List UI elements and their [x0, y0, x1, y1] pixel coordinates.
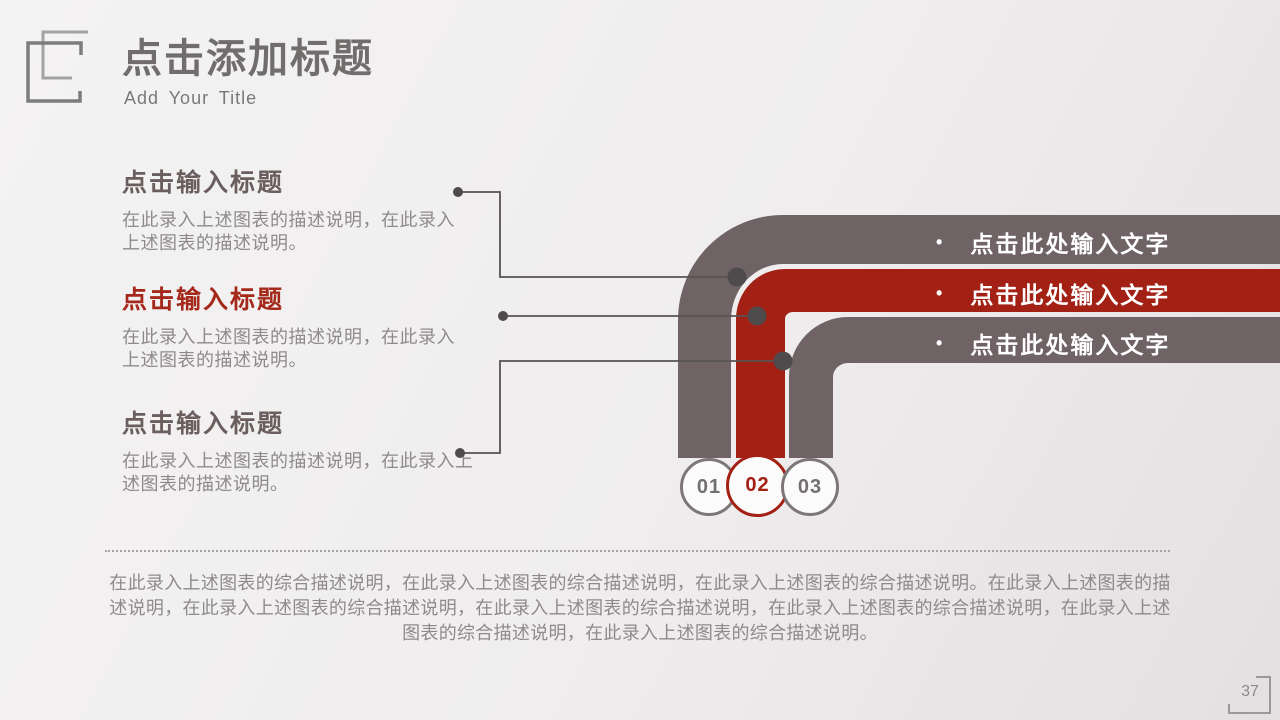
connector-endpoint-dot-1: [453, 187, 463, 197]
block-2-desc: 在此录入上述图表的描述说明，在此录入上述图表的描述说明。: [122, 327, 455, 370]
pipe-anchor-dot-2: [747, 306, 767, 326]
corner-bracket-shape: [1228, 676, 1271, 714]
dark-frame-shape: [26, 41, 83, 103]
step-circle-02-active: 02: [726, 454, 789, 517]
overlapping-frames-icon: [26, 30, 88, 103]
text-block-1: 点击输入标题 在此录入上述图表的描述说明，在此录入上述图表的描述说明。: [122, 163, 462, 255]
page-title: 点击添加标题: [122, 37, 374, 81]
bullet-icon: •: [936, 231, 945, 252]
pipe-label-row-2: • 点击此处输入文字: [936, 276, 1170, 310]
red-pipe-shape: [736, 269, 1280, 458]
footer-paragraph: 在此录入上述图表的综合描述说明，在此录入上述图表的综合描述说明，在此录入上述图表…: [109, 573, 1171, 643]
pipe-label-row-1: • 点击此处输入文字: [936, 225, 1170, 259]
text-block-2: 点击输入标题 在此录入上述图表的描述说明，在此录入上述图表的描述说明。: [122, 280, 462, 372]
connector-endpoint-dot-3: [455, 448, 465, 458]
step-number-01: 01: [696, 475, 722, 498]
inner-pipe-shape: [789, 317, 1280, 458]
connector-endpoint-dot-2: [498, 311, 508, 321]
pipe-label-row-3: • 点击此处输入文字: [936, 326, 1170, 360]
step-circle-03: 03: [781, 458, 839, 516]
connector-line-1: [458, 191, 737, 278]
outer-pipe-shape: [678, 215, 1280, 458]
dotted-divider: [105, 550, 1170, 552]
pipe-label-text-1: 点击此处输入文字: [970, 231, 1171, 257]
text-block-3: 点击输入标题 在此录入上述图表的描述说明，在此录入上述图表的描述说明。: [122, 404, 484, 496]
corner-bracket-icon: [1228, 676, 1271, 714]
block-1-title: 点击输入标题: [122, 169, 285, 197]
pipe-anchor-dot-1: [727, 267, 747, 287]
block-3-desc: 在此录入上述图表的描述说明，在此录入上述图表的描述说明。: [122, 451, 474, 494]
block-1-desc: 在此录入上述图表的描述说明，在此录入上述图表的描述说明。: [122, 210, 455, 253]
page-subtitle: Add Your Title: [124, 88, 258, 108]
block-2-title: 点击输入标题: [122, 286, 285, 314]
pipe-anchor-dot-3: [773, 351, 793, 371]
bullet-icon: •: [936, 332, 945, 353]
pipe-label-text-2: 点击此处输入文字: [970, 282, 1171, 308]
connector-line-3: [460, 360, 783, 454]
step-number-03: 03: [797, 475, 823, 498]
bullet-icon: •: [936, 282, 945, 303]
step-number-02: 02: [745, 474, 770, 496]
pipe-label-text-3: 点击此处输入文字: [970, 332, 1171, 358]
block-3-title: 点击输入标题: [122, 410, 285, 438]
light-frame-shape: [41, 30, 88, 80]
page-number: 37: [1241, 683, 1259, 700]
